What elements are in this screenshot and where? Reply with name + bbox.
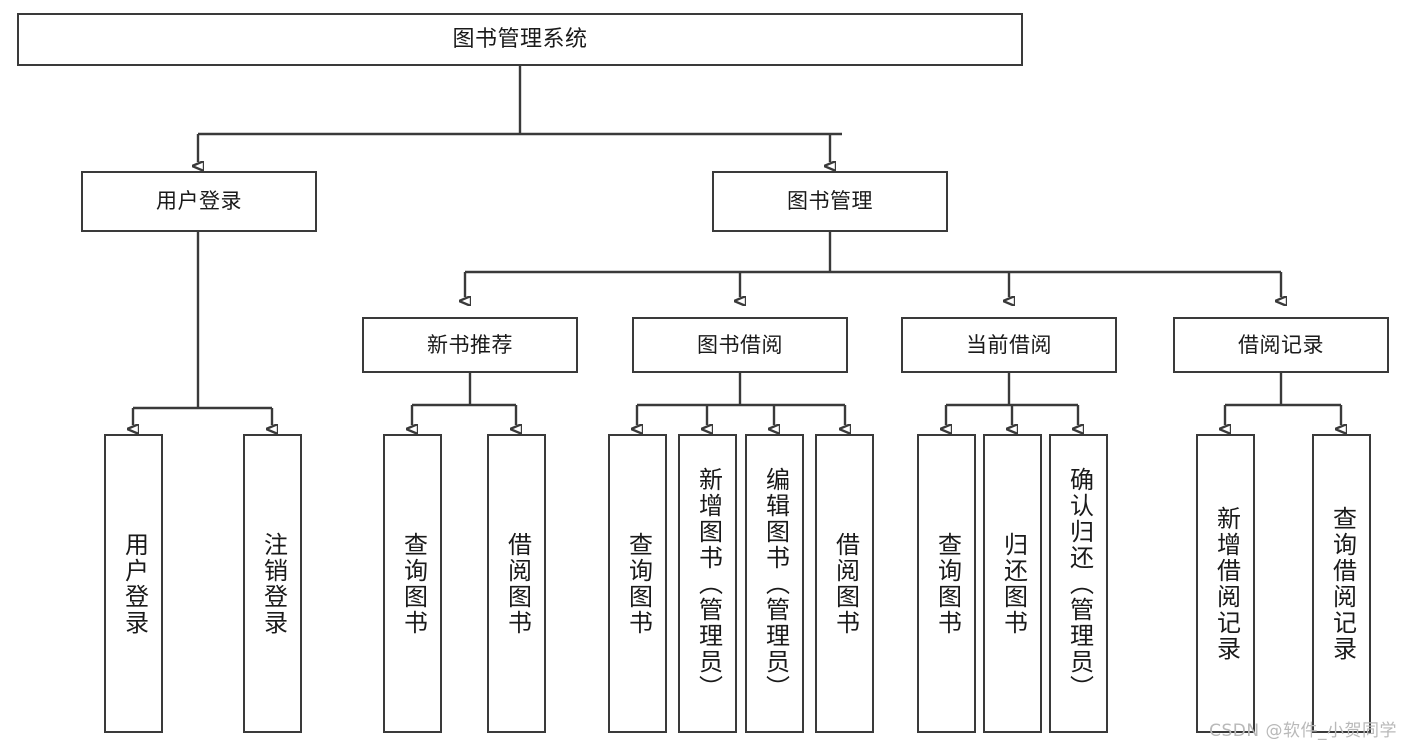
node-root-system[interactable]: 图书管理系统 [17,13,1023,66]
leaf-user-login[interactable]: 用户登录 [104,434,163,733]
node-label: 注销登录 [259,531,288,636]
leaf-query-book-borrow[interactable]: 查询图书 [608,434,667,733]
node-label: 当前借阅 [966,332,1052,357]
leaf-logout[interactable]: 注销登录 [243,434,302,733]
leaf-query-borrow-record[interactable]: 查询借阅记录 [1312,434,1371,733]
node-label: 新增图书（管理员） [694,466,723,701]
node-book-borrow[interactable]: 图书借阅 [632,317,848,373]
leaf-confirm-return-admin[interactable]: 确认归还（管理员） [1049,434,1108,733]
node-label: 借阅图书 [503,531,532,636]
watermark: CSDN @软件_小贺同学 [1209,721,1397,741]
leaf-borrow-book-new[interactable]: 借阅图书 [487,434,546,733]
node-label: 查询图书 [624,531,653,636]
node-label: 查询图书 [399,531,428,636]
node-label: 查询借阅记录 [1328,505,1357,662]
node-user-login[interactable]: 用户登录 [81,171,317,232]
leaf-edit-book-admin[interactable]: 编辑图书（管理员） [745,434,804,733]
node-new-book-recommend[interactable]: 新书推荐 [362,317,578,373]
node-label: 新增借阅记录 [1212,505,1241,662]
node-label: 确认归还（管理员） [1065,466,1094,701]
leaf-query-book-new[interactable]: 查询图书 [383,434,442,733]
node-label: 用户登录 [120,531,149,636]
node-book-management[interactable]: 图书管理 [712,171,948,232]
leaf-borrow-book[interactable]: 借阅图书 [815,434,874,733]
node-label: 用户登录 [156,189,242,213]
node-label: 图书管理系统 [452,26,588,52]
node-current-borrow[interactable]: 当前借阅 [901,317,1117,373]
leaf-add-borrow-record[interactable]: 新增借阅记录 [1196,434,1255,733]
node-label: 查询图书 [933,531,962,636]
node-label: 借阅记录 [1238,332,1324,357]
leaf-query-book-current[interactable]: 查询图书 [917,434,976,733]
node-label: 新书推荐 [427,332,513,357]
node-label: 图书借阅 [697,332,783,357]
leaf-return-book[interactable]: 归还图书 [983,434,1042,733]
node-label: 借阅图书 [831,531,860,636]
node-label: 编辑图书（管理员） [761,466,790,701]
node-borrow-records[interactable]: 借阅记录 [1173,317,1389,373]
node-label: 图书管理 [787,189,873,213]
node-label: 归还图书 [999,531,1028,636]
leaf-add-book-admin[interactable]: 新增图书（管理员） [678,434,737,733]
